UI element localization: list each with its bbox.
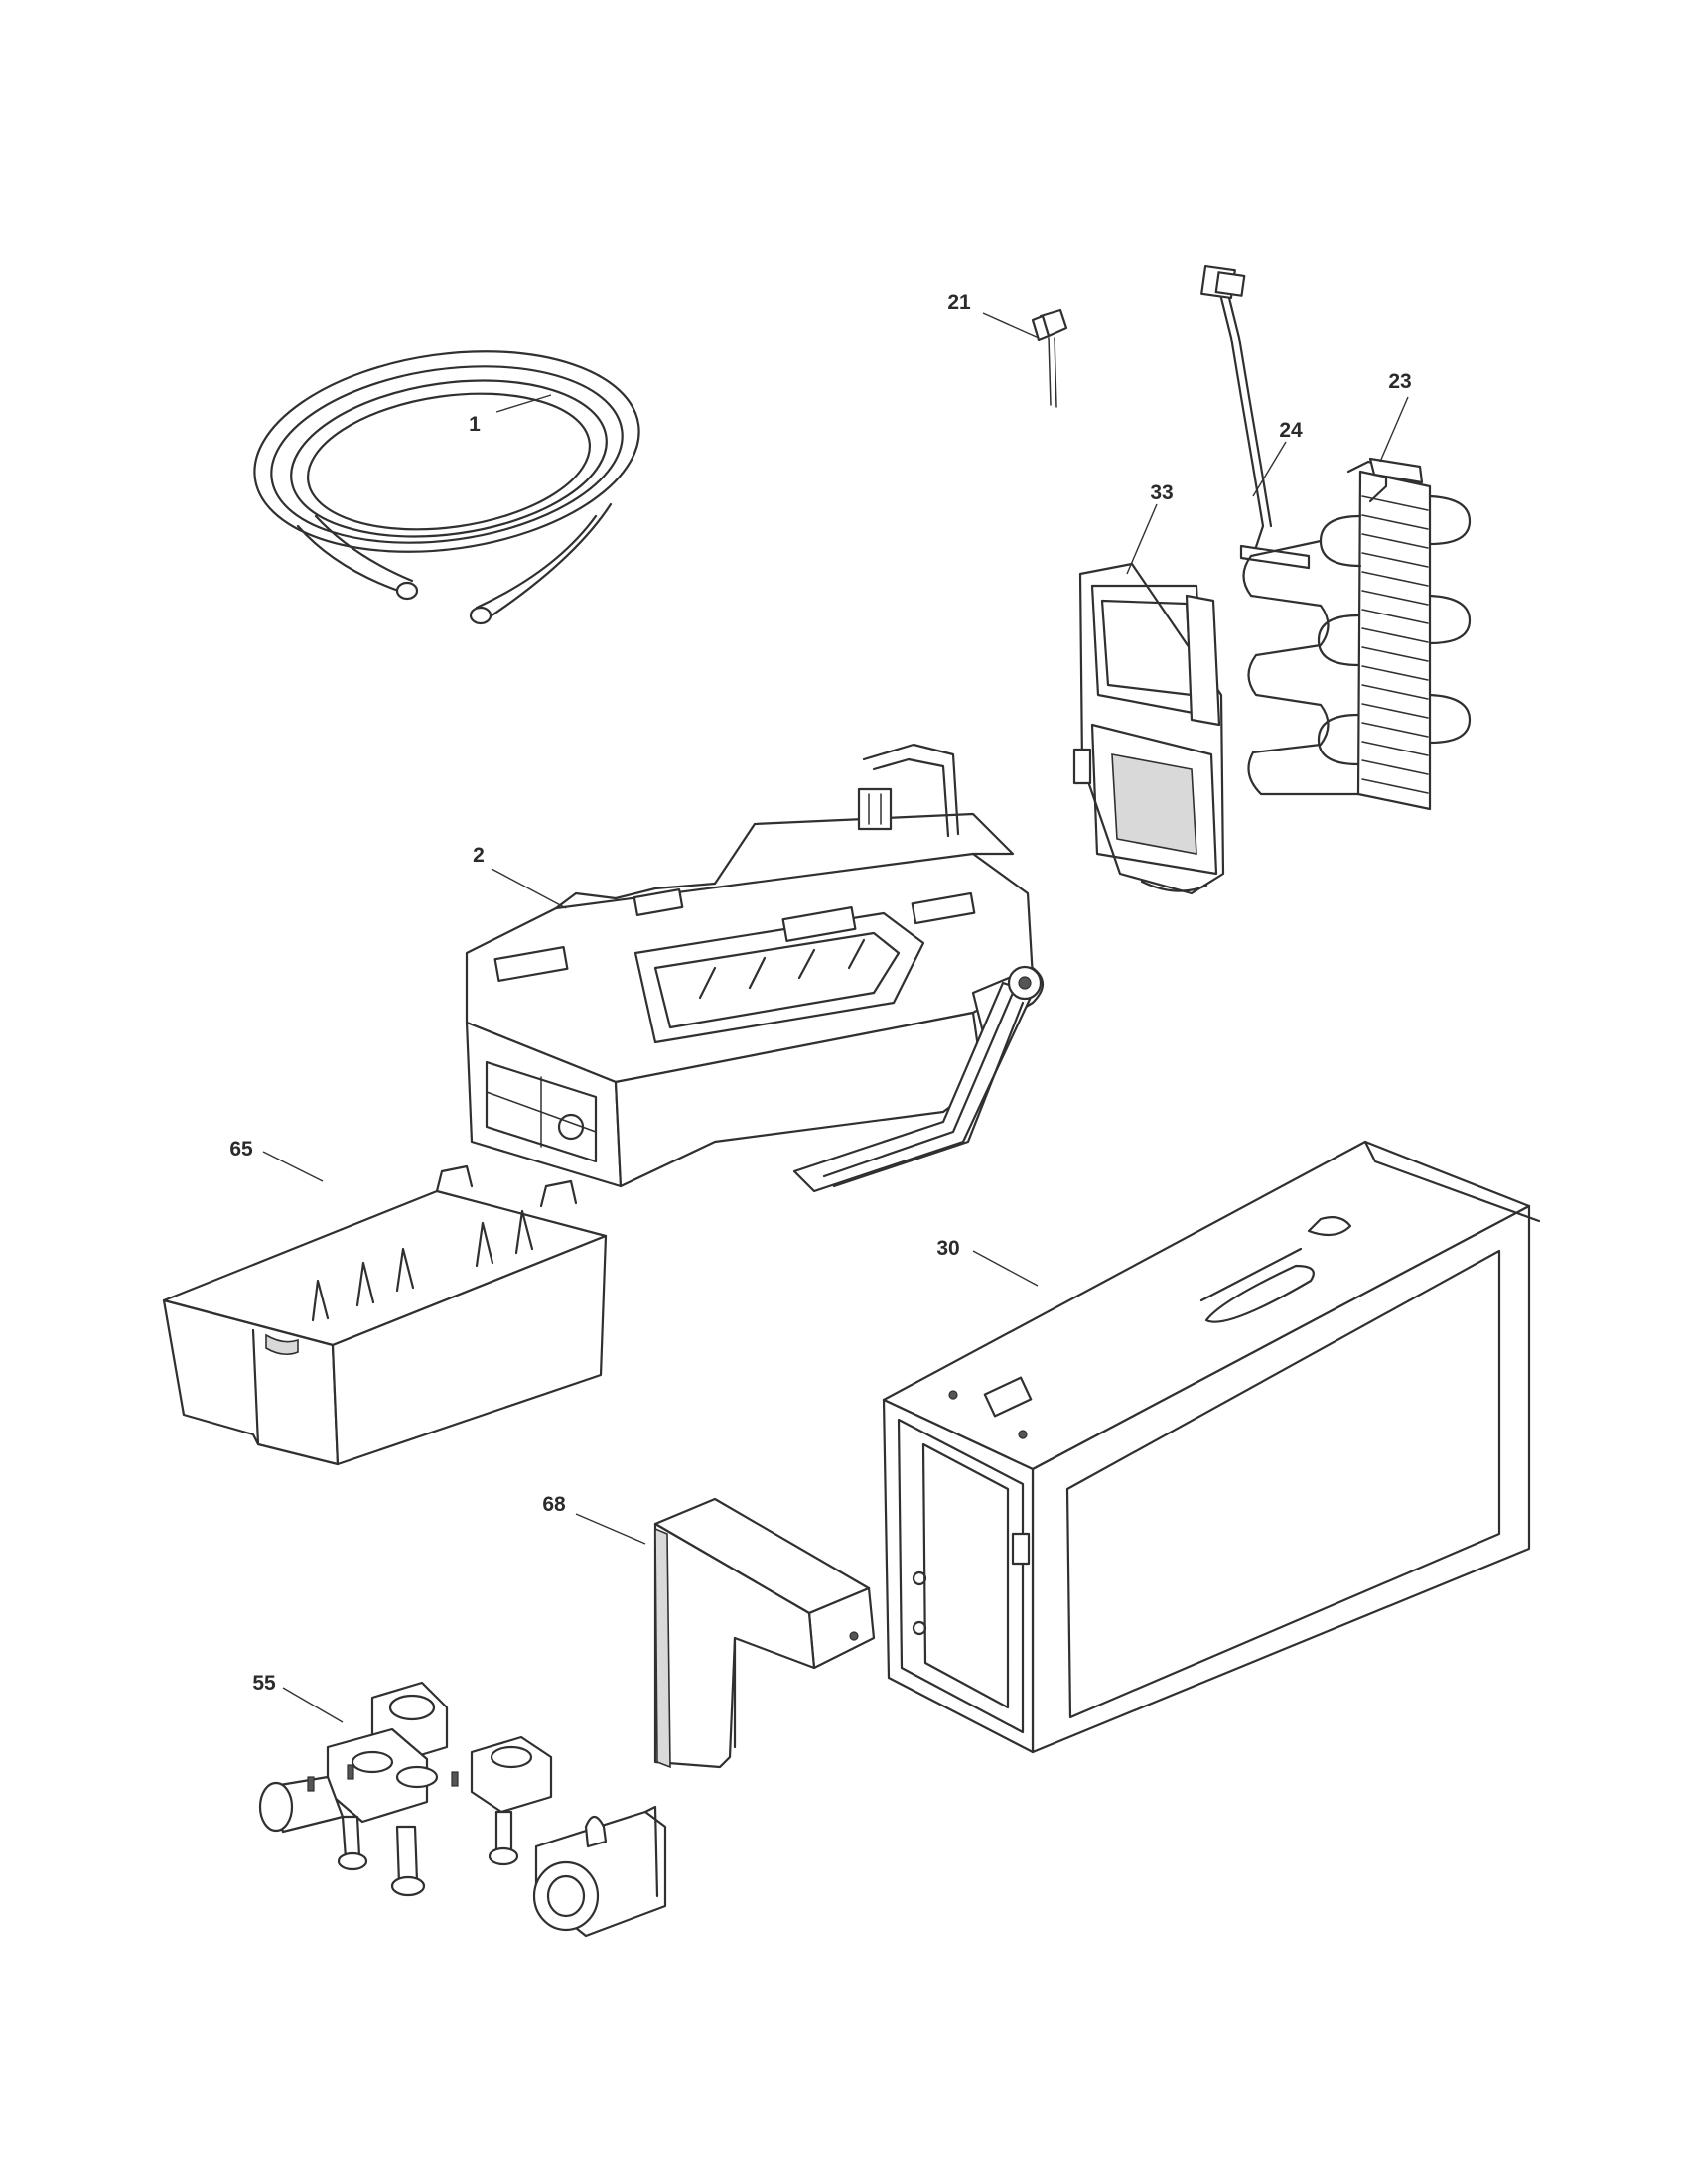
callout-1: 1: [469, 413, 481, 436]
part-23-evaporator-heater[interactable]: [1242, 457, 1472, 811]
evaporator-fin: [1361, 514, 1429, 530]
part-33-evaporator-cover[interactable]: [1072, 562, 1225, 895]
callout-labels: 1 2 21 23 24 33 65 30 68 55: [229, 291, 1411, 1695]
evaporator-fin: [1361, 609, 1429, 624]
evaporator-fin: [1361, 759, 1429, 775]
callout-33: 33: [1150, 481, 1173, 504]
part-2-ice-maker[interactable]: [465, 743, 1045, 1193]
part-21-sensor[interactable]: [1031, 308, 1068, 408]
callout-2: 2: [473, 844, 485, 867]
leader-55: [282, 1687, 344, 1723]
evaporator-fin: [1361, 741, 1429, 756]
part-65-ice-bin[interactable]: [162, 1164, 608, 1466]
evaporator-fin: [1361, 571, 1429, 587]
callout-68: 68: [542, 1493, 566, 1516]
evaporator-fin: [1361, 552, 1429, 568]
leader-21: [982, 312, 1040, 339]
leader-2: [491, 868, 567, 909]
evaporator-fin: [1361, 722, 1429, 738]
evaporator-fin: [1361, 646, 1429, 662]
evaporator-fin: [1361, 703, 1429, 719]
callout-30: 30: [936, 1237, 959, 1260]
callout-23: 23: [1388, 370, 1411, 393]
leader-lines: [262, 312, 1409, 1723]
callout-24: 24: [1279, 419, 1303, 442]
part-55-water-valve[interactable]: [258, 1681, 667, 1938]
evaporator-fin: [1361, 665, 1429, 681]
leader-33: [1126, 503, 1158, 575]
part-30-ice-container[interactable]: [882, 1140, 1541, 1754]
callout-65: 65: [229, 1138, 253, 1160]
leader-24: [1252, 441, 1287, 497]
evaporator-fin: [1361, 533, 1429, 549]
callout-55: 55: [252, 1672, 276, 1695]
part-1-water-tube-coil[interactable]: [241, 329, 651, 625]
callout-21: 21: [947, 291, 971, 314]
leader-23: [1379, 396, 1409, 463]
part-24-wire-harness[interactable]: [1200, 264, 1311, 570]
leader-30: [972, 1250, 1039, 1287]
evaporator-fin: [1361, 590, 1429, 606]
evaporator-fin: [1361, 778, 1429, 794]
leader-65: [262, 1151, 324, 1182]
leader-68: [575, 1513, 646, 1545]
evaporator-fin: [1361, 684, 1429, 700]
part-68-ice-chute[interactable]: [653, 1497, 876, 1769]
evaporator-fin: [1361, 627, 1429, 643]
leader-1: [495, 394, 552, 413]
